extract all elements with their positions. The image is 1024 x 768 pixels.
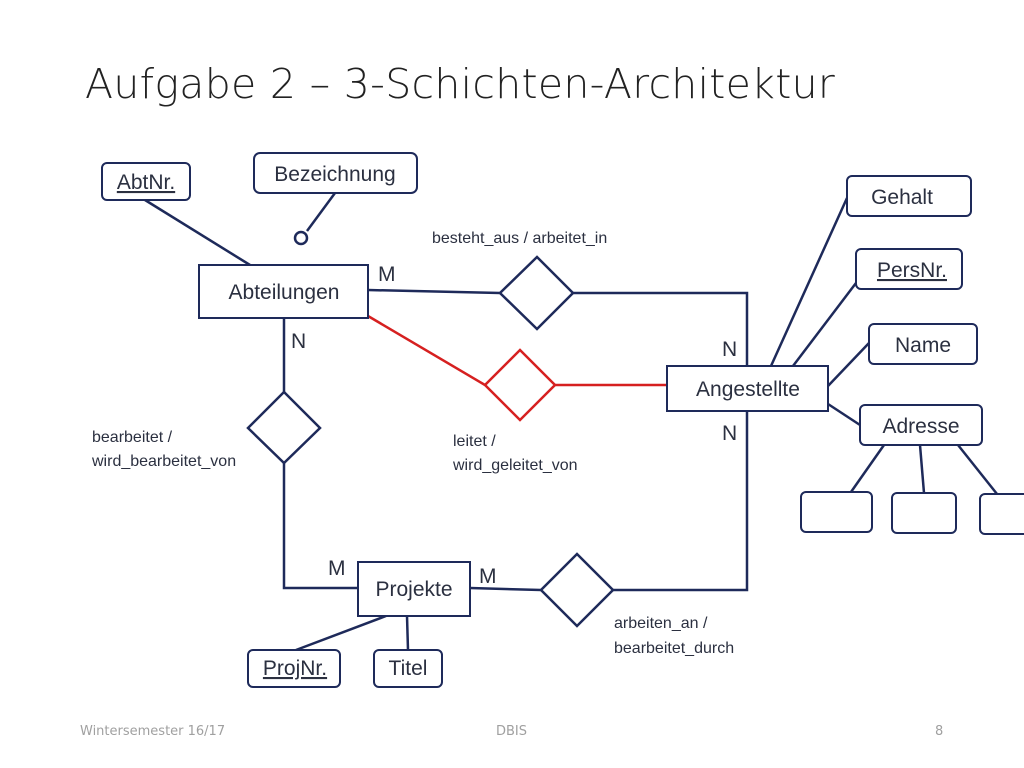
entity-angestellte-label: Angestellte [696, 378, 800, 401]
attribute-adresse [859, 404, 983, 446]
connector-bearbeitet-projekte [282, 463, 358, 590]
connector-projnr [295, 614, 387, 652]
connector-name [827, 342, 870, 387]
attribute-persnr-label: PersNr. [877, 259, 947, 282]
connector-adresse-sub3 [957, 444, 998, 495]
connector-abtnr [144, 198, 251, 267]
connector-arbeiten-angestellte [613, 411, 749, 592]
attribute-gehalt [846, 175, 972, 217]
relationship-leitet-label-line2: wird_geleitet_von [452, 457, 578, 474]
attribute-adresse-sub3 [979, 493, 1024, 535]
attribute-titel [373, 649, 443, 688]
cardinality-projekte-arbeiten: M [479, 565, 497, 588]
relationship-leitet-label-line1: leitet / [453, 433, 496, 450]
footer-page-number: 8 [935, 724, 944, 739]
cardinality-abteilungen-besteht: M [378, 263, 396, 286]
connector-besteht-angestellte [573, 291, 749, 366]
attribute-persnr [855, 248, 963, 290]
relationship-arbeiten-an-label-line2: bearbeitet_durch [614, 640, 734, 657]
relationship-arbeiten-an-label-line1: arbeiten_an / [614, 615, 708, 632]
connector-adresse-sub2 [918, 444, 926, 494]
cardinality-abteilungen-bearbeitet: N [291, 330, 306, 353]
connector-titel [405, 615, 410, 651]
footer-course: DBIS [496, 724, 528, 739]
connector-abteilungen-leitet [367, 314, 486, 387]
footer-semester: Wintersemester 16/17 [80, 724, 226, 739]
attribute-name [868, 323, 978, 365]
relationship-bearbeitet-diamond [246, 390, 322, 465]
entity-projekte-label: Projekte [375, 578, 452, 601]
relationship-arbeiten-an-diamond [539, 552, 615, 628]
attribute-name-label: Name [895, 334, 951, 357]
attribute-adresse-sub1 [800, 491, 873, 533]
attribute-bezeichnung-label: Bezeichnung [274, 163, 395, 186]
entity-abteilungen [198, 264, 369, 319]
optional-attribute-circle [293, 230, 309, 246]
connector-abteilungen-besteht [367, 288, 501, 295]
relationship-besteht-aus-label: besteht_aus / arbeitet_in [432, 230, 607, 247]
attribute-bezeichnung [253, 152, 418, 194]
attribute-adresse-label: Adresse [882, 415, 959, 438]
connector-persnr [792, 282, 857, 367]
attribute-titel-label: Titel [389, 657, 428, 680]
relationship-besteht-aus-diamond [498, 255, 575, 331]
attribute-projnr-label: ProjNr. [263, 657, 327, 680]
cardinality-angestellte-arbeiten: N [722, 422, 737, 445]
connector-projekte-arbeiten [469, 586, 542, 592]
attribute-gehalt-label: Gehalt [871, 186, 933, 209]
relationship-bearbeitet-label-line1: bearbeitet / [92, 429, 173, 446]
relationship-leitet-diamond [483, 348, 557, 422]
connector-gehalt [769, 197, 849, 367]
attribute-abtnr [101, 162, 191, 201]
connector-adresse-sub1 [849, 444, 886, 493]
entity-abteilungen-label: Abteilungen [229, 281, 340, 304]
connector-adresse [827, 402, 861, 427]
cardinality-projekte-bearbeitet: M [328, 557, 346, 580]
entity-projekte [357, 561, 471, 617]
entity-angestellte [666, 365, 829, 412]
relationship-bearbeitet-label-line2: wird_bearbeitet_von [91, 453, 236, 470]
cardinality-angestellte-besteht: N [722, 338, 737, 361]
slide-title: Aufgabe 2 – 3-Schichten-Architektur [85, 60, 836, 108]
attribute-projnr [247, 649, 341, 688]
attribute-adresse-sub2 [891, 492, 957, 534]
attribute-abtnr-label: AbtNr. [117, 171, 175, 194]
connector-bezeichnung [305, 192, 337, 232]
